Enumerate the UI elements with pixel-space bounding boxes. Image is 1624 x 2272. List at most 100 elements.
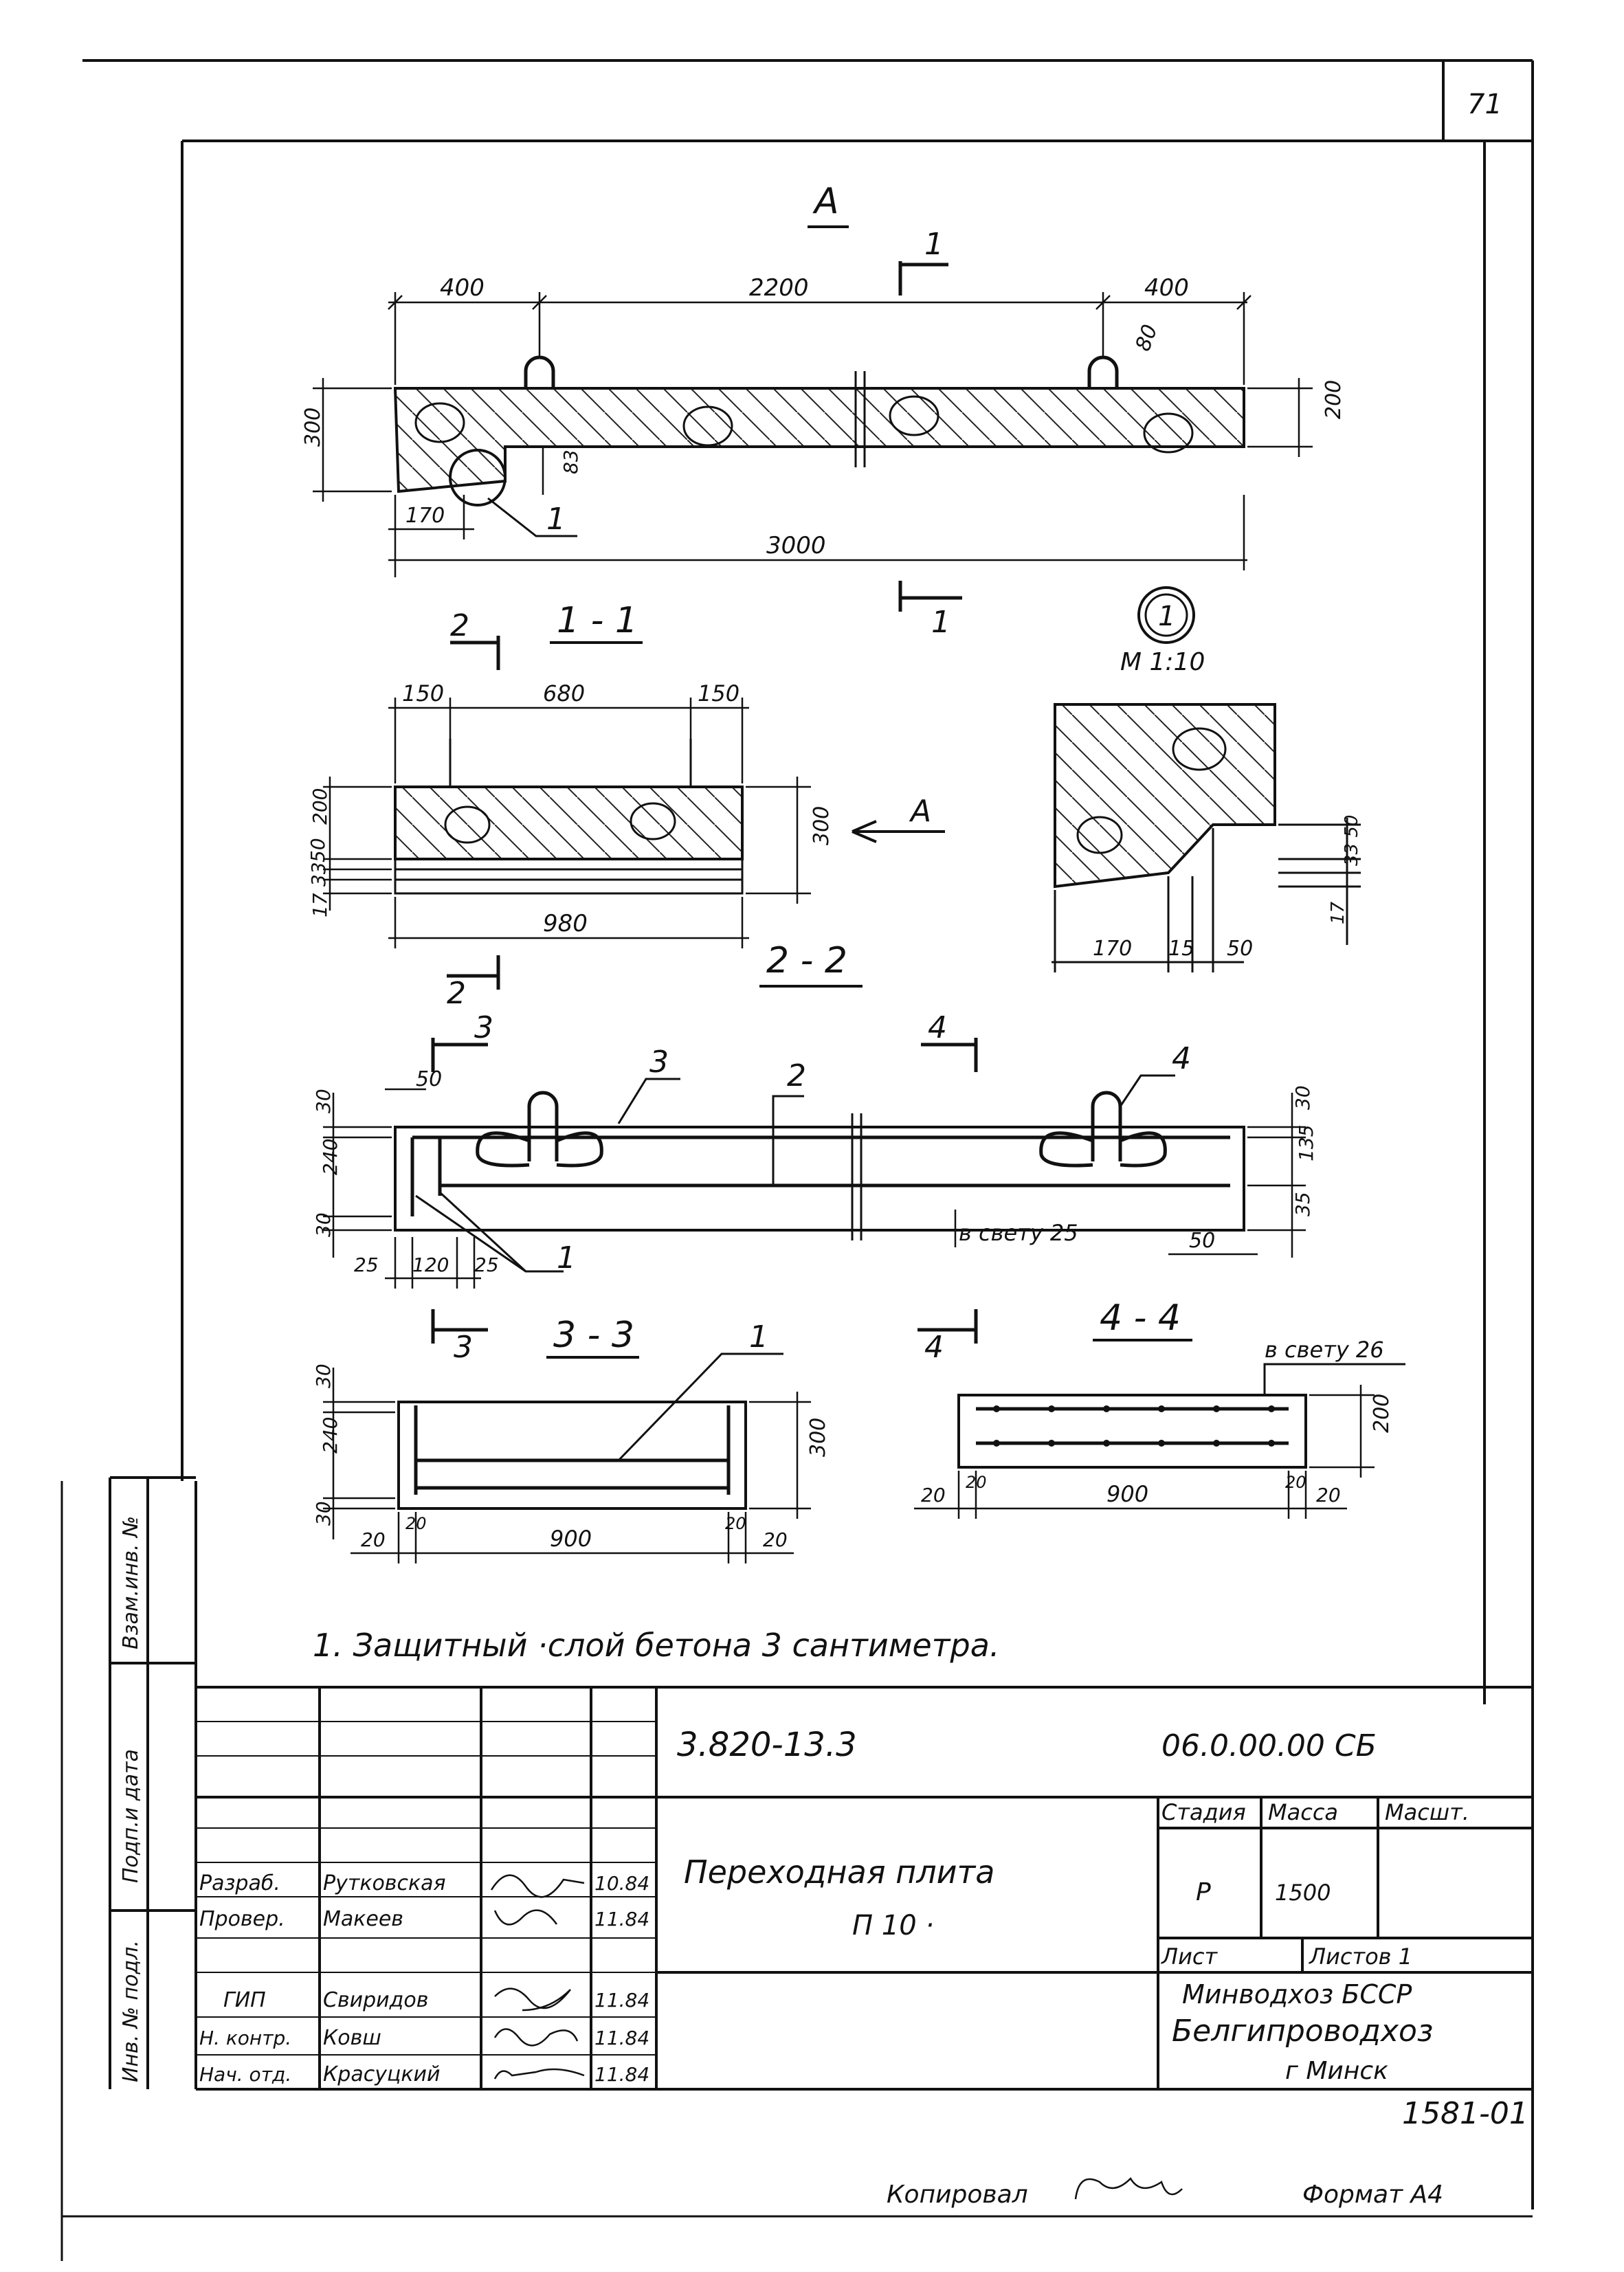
section-4-4: 4 4 - 4 в свету 26 200 20 20 900 20 20	[914, 1298, 1405, 1519]
detail-dim-15: 15	[1168, 937, 1194, 961]
side-stamp-column	[109, 1476, 197, 2089]
title-block-row-4: Н. контр. Ковш 11.84	[199, 2026, 649, 2050]
s22-dim-240: 240	[319, 1139, 342, 1175]
stage-label: Стадия	[1161, 1799, 1246, 1825]
s22-clear-25: в свету 25	[959, 1220, 1078, 1246]
section-1-1: 1 - 1 2	[307, 600, 945, 1011]
row-date: 10.84	[594, 1872, 649, 1895]
mass-label: Масса	[1268, 1799, 1338, 1825]
s33-dim-30-bottom: 30	[312, 1501, 335, 1526]
view-a: A 1 1	[301, 181, 1346, 640]
title-block-row-2: Провер. Макеев 11.84	[199, 1907, 649, 1931]
dim-170: 170	[405, 504, 445, 528]
s33-dim-20-d: 20	[763, 1528, 788, 1551]
title-block-row-5: Нач. отд. Красуцкий 11.84	[199, 2062, 649, 2086]
dim-400-right: 400	[1144, 274, 1189, 302]
detail-1: 1 М 1:10 170 15 50 33 50 17	[1052, 586, 1362, 972]
detail-dim-50: 50	[1227, 937, 1253, 961]
section-3-3: 3 - 3 1 30 240 30 300	[312, 1315, 830, 1563]
row-date: 11.84	[594, 2027, 649, 2049]
detail-dim-170: 170	[1093, 937, 1132, 961]
dim-h17-s11: 17	[309, 893, 331, 917]
dim-h200-s11: 200	[309, 788, 331, 825]
s22-dim-25-right: 25	[474, 1254, 499, 1276]
s22-callout-1: 1	[557, 1240, 576, 1276]
row-role: Провер.	[199, 1907, 285, 1931]
s33-dim-240: 240	[319, 1417, 342, 1454]
archive-number: 1581-01	[1402, 2096, 1528, 2131]
row-role: ГИП	[223, 1988, 266, 2012]
dim-hook-angle: 80	[1131, 322, 1163, 355]
s22-dim-30-bottom: 30	[312, 1212, 335, 1237]
s44-dim-20-b: 20	[966, 1473, 987, 1492]
stage-value: Р	[1196, 1878, 1211, 1906]
s22-dim-120: 120	[412, 1254, 449, 1276]
s33-dim-20-b: 20	[405, 1514, 427, 1533]
section-2-2-body	[394, 1126, 1245, 1232]
cut-mark-4-bottom: 4	[924, 1330, 944, 1365]
section-2-2-title: 2 - 2	[766, 940, 847, 981]
stamp-sign-date: Подп.и дата	[119, 1749, 143, 1883]
org-ministry: Минводхоз БССР	[1182, 1979, 1412, 2009]
dim-400-left: 400	[440, 274, 485, 302]
dim-2200: 2200	[749, 274, 809, 302]
cut-mark-3-top: 3	[474, 1010, 493, 1045]
s33-dim-300: 300	[806, 1418, 830, 1457]
s33-callout-1: 1	[749, 1319, 768, 1355]
copier-signature	[1074, 2176, 1183, 2200]
s22-callout-3: 3	[649, 1045, 669, 1080]
dim-680: 680	[543, 680, 585, 706]
row-name: Рутковская	[323, 1871, 446, 1895]
row-role: Нач. отд.	[199, 2063, 291, 2086]
s22-dim-50-right: 50	[1189, 1229, 1215, 1253]
s22-callout-4: 4	[1172, 1041, 1191, 1076]
section-2-2: 2 - 2 3 4 3 2 4 1	[312, 940, 1317, 1365]
dim-h50-s11: 50	[307, 838, 329, 862]
row-role: Н. контр.	[199, 2027, 291, 2049]
org-institute: Белгипроводхоз	[1172, 2014, 1433, 2049]
detail-dim-17: 17	[1328, 901, 1348, 924]
detail-1-scale: М 1:10	[1120, 648, 1205, 676]
s22-dim-50: 50	[416, 1067, 442, 1091]
title-block	[196, 1686, 1533, 2089]
s44-dim-20-d: 20	[1316, 1484, 1341, 1506]
scale-label: Масшт.	[1385, 1799, 1469, 1825]
view-a-callout: 1	[546, 502, 566, 537]
dim-h200: 200	[1322, 380, 1346, 419]
row-name: Свиридов	[323, 1988, 428, 2012]
s33-dim-30-top: 30	[312, 1363, 335, 1388]
s22-dim-135: 135	[1295, 1125, 1317, 1161]
title-name: Переходная плита	[684, 1853, 994, 1891]
title-mark: П 10 ·	[852, 1910, 934, 1941]
stamp-replace-inv: Взам.инв. №	[119, 1516, 143, 1649]
row-name: Макеев	[323, 1907, 403, 1931]
drawing-code: 06.0.00.00 СБ	[1161, 1728, 1377, 1763]
row-date: 11.84	[594, 1989, 649, 2012]
s22-dim-35: 35	[1291, 1192, 1314, 1216]
arrow-a-label: A	[909, 794, 931, 829]
dim-h300: 300	[301, 408, 325, 447]
s22-dim-30-right: 30	[1291, 1085, 1314, 1110]
s22-dim-25-left: 25	[354, 1254, 379, 1276]
mass-value: 1500	[1275, 1880, 1331, 1906]
s22-dim-30-top: 30	[312, 1089, 335, 1113]
s44-dim-20-a: 20	[921, 1484, 946, 1506]
detail-dim-33-50: 33 50	[1342, 815, 1362, 866]
title-block-row-3: ГИП Свиридов 11.84	[223, 1987, 649, 2012]
sheets-label: Листов 1	[1309, 1944, 1412, 1970]
s44-dim-20-c: 20	[1285, 1473, 1306, 1492]
cut-mark-2-bottom: 2	[447, 976, 466, 1011]
title-block-row-1: Разраб. Рутковская 10.84	[199, 1871, 649, 1898]
sheet-border	[82, 59, 1534, 2209]
dim-150-left: 150	[402, 680, 444, 706]
s33-dim-20-a: 20	[361, 1528, 386, 1551]
section-4-4-body	[957, 1394, 1307, 1469]
copied-label: Копировал	[887, 2181, 1028, 2209]
dim-980: 980	[543, 910, 588, 937]
cut-mark-3-bottom: 3	[454, 1330, 473, 1365]
section-3-3-body	[397, 1401, 747, 1510]
beam-elevation	[393, 387, 1245, 493]
row-date: 11.84	[594, 1908, 649, 1930]
s33-dim-20-c: 20	[725, 1514, 746, 1533]
row-role: Разраб.	[199, 1871, 280, 1895]
